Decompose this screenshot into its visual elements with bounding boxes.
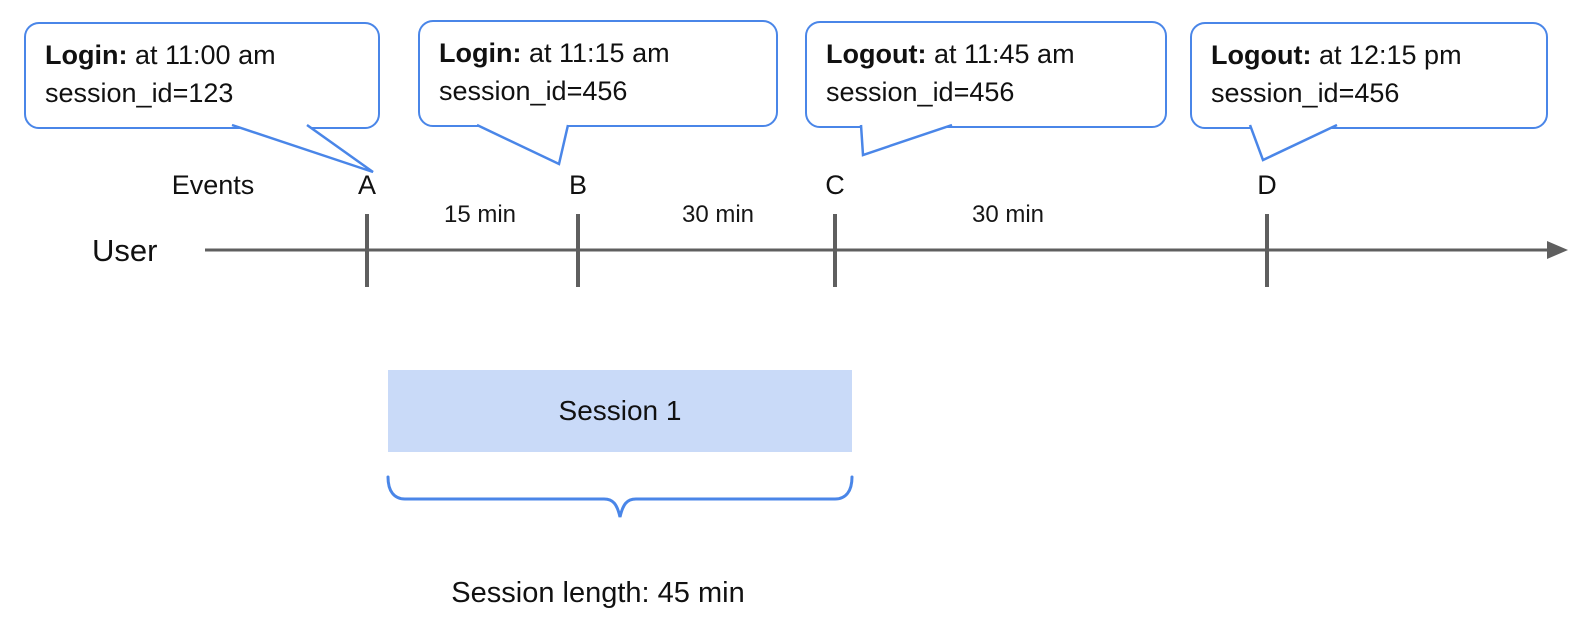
event-time: at 11:00 am	[134, 40, 276, 70]
event-session-id: session_id=456	[826, 77, 1015, 107]
event-bubble-b: Login: at 11:15 am session_id=456	[418, 20, 778, 127]
event-bubble-b-line1: Login: at 11:15 am	[439, 34, 760, 72]
session-bar-label: Session 1	[558, 395, 682, 426]
event-bubble-c: Logout: at 11:45 am session_id=456	[805, 21, 1167, 128]
bubble-tail-b	[476, 123, 570, 166]
session-length-brace	[386, 475, 854, 518]
event-time: at 12:15 pm	[1318, 40, 1462, 70]
event-bubble-d: Logout: at 12:15 pm session_id=456	[1190, 22, 1548, 129]
interval-label-cd: 30 min	[971, 201, 1045, 228]
event-time: at 11:45 am	[933, 39, 1075, 69]
event-time: at 11:15 am	[528, 38, 670, 68]
event-type-label: Login:	[45, 40, 128, 70]
event-session-id: session_id=456	[439, 76, 628, 106]
interval-label-ab: 15 min	[443, 201, 517, 228]
event-bubble-c-line1: Logout: at 11:45 am	[826, 35, 1149, 73]
event-type-label: Logout:	[826, 39, 927, 69]
marker-label-a: A	[357, 170, 377, 200]
event-bubble-a: Login: at 11:00 am session_id=123	[24, 22, 380, 129]
event-bubble-d-line1: Logout: at 12:15 pm	[1211, 36, 1530, 74]
event-bubble-a-line1: Login: at 11:00 am	[45, 36, 362, 74]
bubble-tail-d	[1248, 123, 1338, 162]
bubble-tail-c	[859, 123, 953, 157]
session-length-label: Session length: 45 min	[451, 577, 745, 609]
event-type-label: Logout:	[1211, 40, 1312, 70]
axis-user-label: User	[92, 233, 158, 268]
marker-label-d: D	[1257, 170, 1277, 200]
bubble-tail-a	[231, 123, 374, 174]
interval-label-bc: 30 min	[681, 201, 755, 228]
session-bar: Session 1	[388, 370, 852, 452]
events-label: Events	[171, 170, 255, 200]
event-session-id: session_id=456	[1211, 78, 1400, 108]
marker-label-b: B	[568, 170, 588, 200]
marker-label-c: C	[825, 170, 845, 200]
event-session-id: session_id=123	[45, 78, 234, 108]
event-type-label: Login:	[439, 38, 522, 68]
timeline-arrowhead-icon	[1547, 241, 1568, 259]
